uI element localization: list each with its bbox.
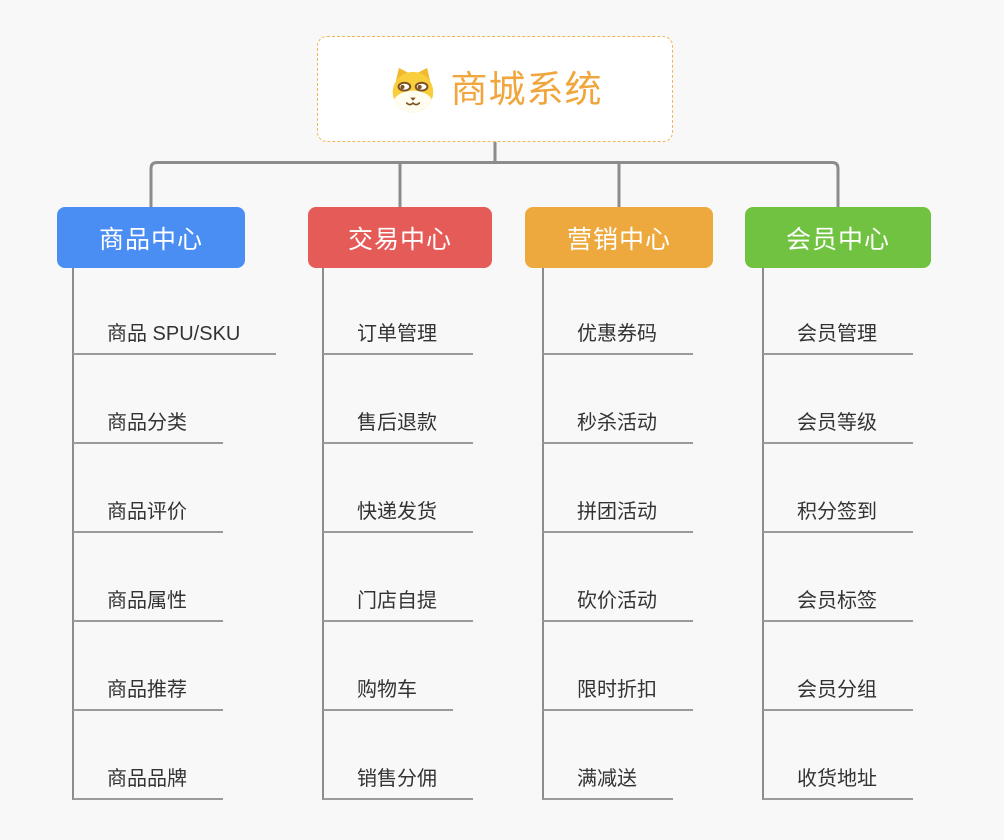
branch-column: 商品 SPU/SKU 商品分类商品评价商品属性商品推荐商品品牌 — [73, 311, 276, 800]
leaf-node[interactable]: 售后退款 — [323, 400, 473, 444]
leaf-node[interactable]: 快递发货 — [323, 489, 473, 533]
branch-node[interactable]: 会员中心 — [745, 207, 931, 268]
leaf-node[interactable]: 秒杀活动 — [543, 400, 693, 444]
leaf-node[interactable]: 砍价活动 — [543, 578, 693, 622]
branch-column: 优惠券码秒杀活动拼团活动砍价活动限时折扣满减送 — [543, 311, 693, 800]
leaf-node[interactable]: 商品品牌 — [73, 756, 223, 800]
dog-face-icon — [388, 64, 438, 114]
leaf-node[interactable]: 商品推荐 — [73, 667, 223, 711]
leaf-node[interactable]: 收货地址 — [763, 756, 913, 800]
leaf-node[interactable]: 拼团活动 — [543, 489, 693, 533]
leaf-node[interactable]: 商品评价 — [73, 489, 223, 533]
leaf-node[interactable]: 优惠券码 — [543, 311, 693, 355]
branch-node[interactable]: 商品中心 — [57, 207, 245, 268]
branch-node[interactable]: 交易中心 — [308, 207, 492, 268]
leaf-node[interactable]: 商品 SPU/SKU — [73, 311, 276, 355]
root-node[interactable]: 商城系统 — [317, 36, 673, 142]
branch-column: 会员管理会员等级积分签到会员标签会员分组收货地址 — [763, 311, 913, 800]
leaf-node[interactable]: 会员等级 — [763, 400, 913, 444]
leaf-node[interactable]: 积分签到 — [763, 489, 913, 533]
branch-column: 订单管理售后退款快递发货门店自提购物车销售分佣 — [323, 311, 473, 800]
leaf-node[interactable]: 会员管理 — [763, 311, 913, 355]
leaf-node[interactable]: 销售分佣 — [323, 756, 473, 800]
leaf-node[interactable]: 限时折扣 — [543, 667, 693, 711]
leaf-node[interactable]: 会员标签 — [763, 578, 913, 622]
leaf-node[interactable]: 商品分类 — [73, 400, 223, 444]
leaf-node[interactable]: 满减送 — [543, 756, 673, 800]
leaf-node[interactable]: 门店自提 — [323, 578, 473, 622]
leaf-node[interactable]: 购物车 — [323, 667, 453, 711]
branch-node[interactable]: 营销中心 — [525, 207, 713, 268]
root-title: 商城系统 — [451, 71, 603, 108]
leaf-node[interactable]: 商品属性 — [73, 578, 223, 622]
leaf-node[interactable]: 会员分组 — [763, 667, 913, 711]
leaf-node[interactable]: 订单管理 — [323, 311, 473, 355]
